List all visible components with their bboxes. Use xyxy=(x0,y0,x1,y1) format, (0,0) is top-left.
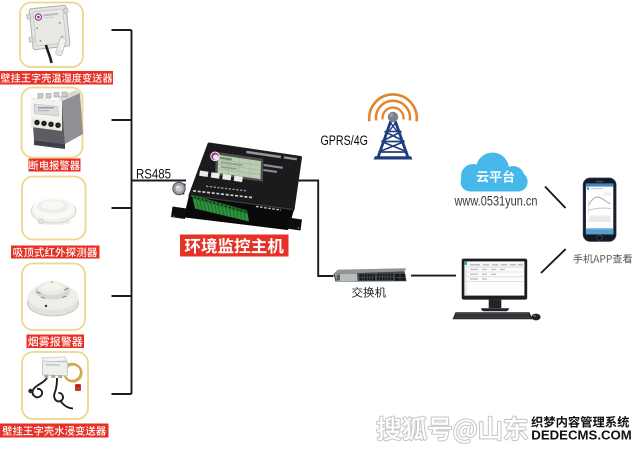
svg-text:RS485: RS485 xyxy=(136,166,171,182)
svg-text:GPRS/4G: GPRS/4G xyxy=(321,133,369,148)
svg-text:www.0531yun.cn: www.0531yun.cn xyxy=(454,194,538,209)
svg-text:DEDECMS.COM: DEDECMS.COM xyxy=(531,428,632,442)
